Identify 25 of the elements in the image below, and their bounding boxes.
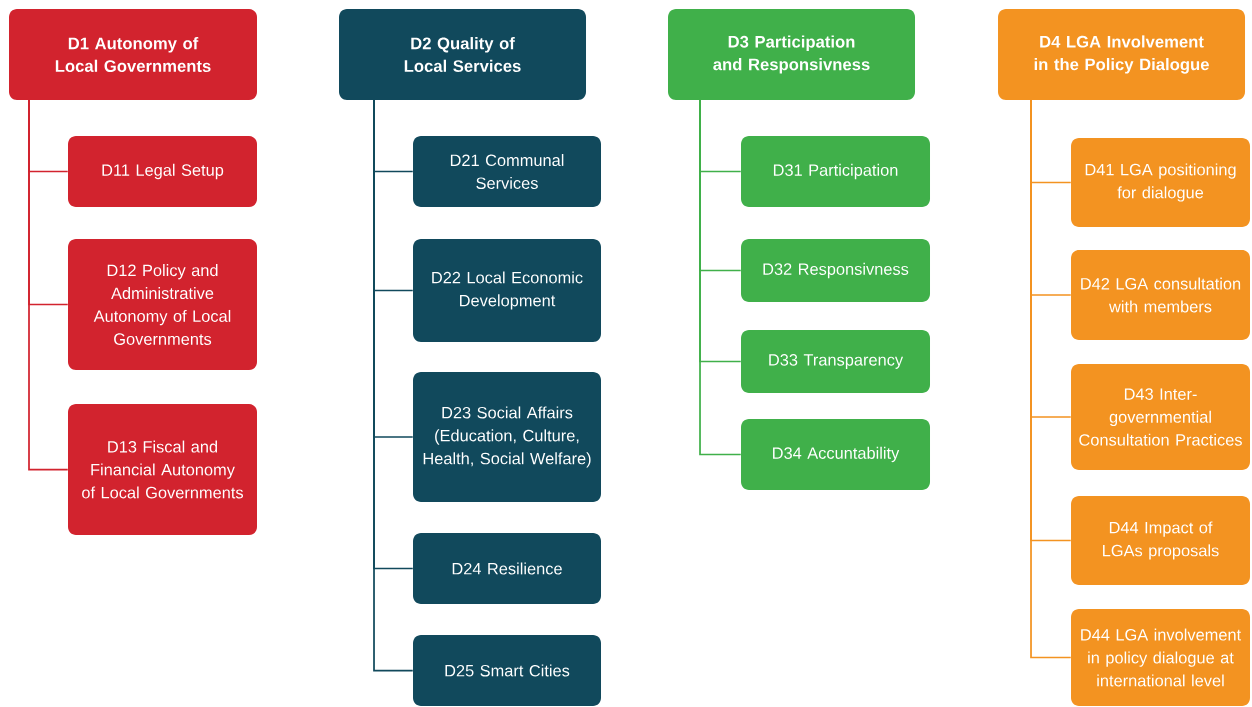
item-box: D22 Local Economic Development <box>413 239 601 342</box>
item-box: D41 LGA positioning for dialogue <box>1071 138 1250 227</box>
item-box: D13 Fiscal and Financial Autonomy of Local Governments <box>68 404 257 535</box>
item-box: D24 Resilience <box>413 533 601 604</box>
item-box: D42 LGA consultation with members <box>1071 250 1250 340</box>
item-box: D25 Smart Cities <box>413 635 601 706</box>
connector-line <box>373 99 414 672</box>
item-box: D23 Social Affairs (Education, Culture, Health, Social Welfare) <box>413 372 601 502</box>
item-box: D31 Participation <box>741 136 930 207</box>
item-box: D34 Accuntability <box>741 419 930 490</box>
item-box: D12 Policy and Administrative Autonomy of Local Governments <box>68 239 257 370</box>
item-box: D44 Impact of LGAs proposals <box>1071 496 1250 585</box>
item-box: D43 Inter-governmential Consultation Practices <box>1071 364 1250 470</box>
item-box: D32 Responsivness <box>741 239 930 302</box>
heading-box: D2 Quality of Local Services <box>339 9 586 100</box>
item-box: D44 LGA involvement in policy dialogue at international level <box>1071 609 1250 706</box>
connector-line <box>1030 99 1072 659</box>
heading-box: D3 Participation and Responsivness <box>668 9 915 100</box>
item-box: D21 Communal Services <box>413 136 601 207</box>
item-box: D11 Legal Setup <box>68 136 257 207</box>
connector-line <box>699 99 742 456</box>
heading-box: D1 Autonomy of Local Governments <box>9 9 257 100</box>
item-box: D33 Transparency <box>741 330 930 393</box>
heading-box: D4 LGA Involvement in the Policy Dialogue <box>998 9 1245 100</box>
connector-line <box>28 99 69 471</box>
